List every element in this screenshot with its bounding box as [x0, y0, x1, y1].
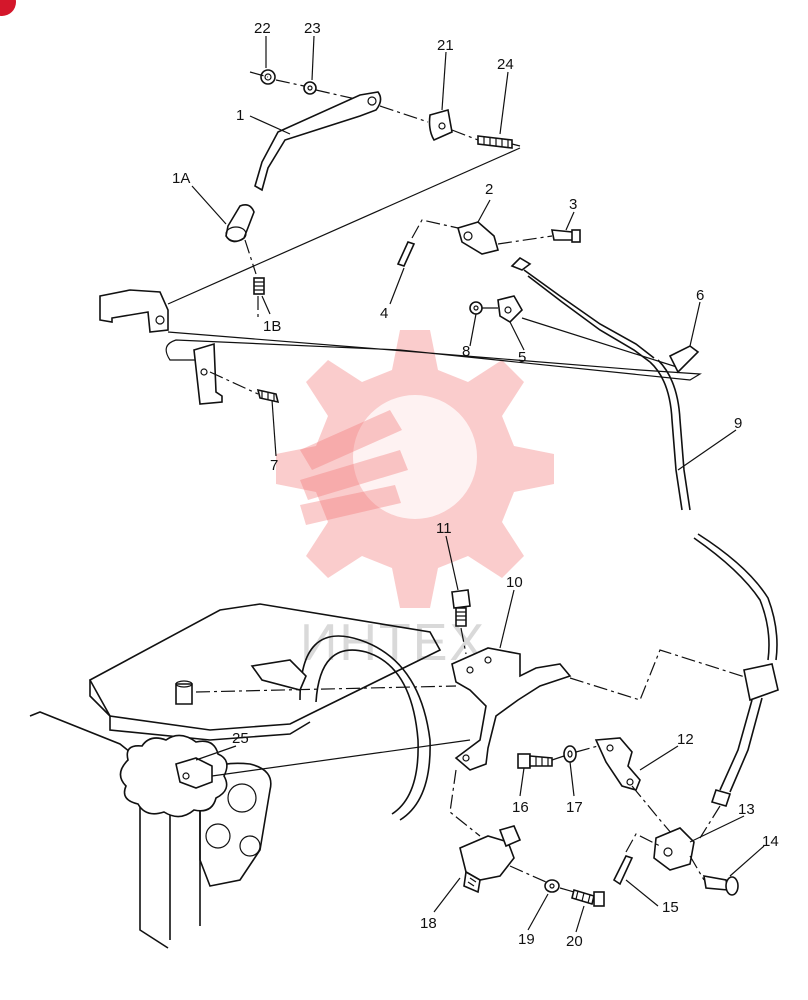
part-5-clamp — [497, 295, 523, 324]
part-16-bolt — [517, 753, 553, 769]
part-3-pin — [551, 229, 581, 243]
callout-24: 24 — [497, 56, 514, 73]
part-7-bracket — [193, 342, 223, 405]
watermark-text: ИНТЕХ — [300, 614, 486, 672]
part-9-cable — [649, 359, 778, 661]
callout-25: 25 — [232, 730, 249, 747]
callout-9: 9 — [734, 415, 742, 432]
part-11-bolt — [451, 589, 471, 627]
part-1b-spring — [253, 277, 265, 295]
part-4-cotter-pin — [396, 241, 416, 267]
engine-housing — [29, 603, 442, 949]
callout-17: 17 — [566, 799, 583, 816]
corner-marker-icon — [0, 0, 16, 16]
part-15-cotter-pin — [612, 855, 634, 886]
callout-11: 11 — [436, 520, 452, 537]
callout-5: 5 — [518, 349, 526, 366]
callout-22: 22 — [254, 20, 271, 37]
part-17-washer — [563, 745, 577, 763]
callout-6: 6 — [696, 287, 704, 304]
part-25-detail-cloud — [119, 734, 228, 818]
part-14-pin — [703, 875, 739, 896]
callout-8: 8 — [462, 343, 470, 360]
part-23-washer — [303, 81, 317, 95]
callout-13: 13 — [738, 801, 755, 818]
part-21-bracket — [428, 108, 453, 142]
part-6-plate — [668, 345, 700, 374]
callout-14: 14 — [762, 833, 779, 850]
part-1a-knob — [225, 204, 255, 243]
callout-20: 20 — [566, 933, 583, 950]
part-10-bracket — [451, 647, 572, 771]
callout-1b: 1B — [263, 318, 281, 335]
control-cable-upper — [510, 256, 655, 363]
callout-18: 18 — [420, 915, 437, 932]
callout-4: 4 — [380, 305, 388, 322]
callout-7: 7 — [270, 457, 278, 474]
leader-lines — [191, 35, 765, 933]
callout-12: 12 — [677, 731, 694, 748]
callout-labels: 22 23 21 24 1 1A 1B 2 3 4 6 8 5 7 9 11 1… — [172, 20, 779, 950]
callout-19: 19 — [518, 931, 535, 948]
part-24-stud — [477, 135, 513, 149]
callout-16: 16 — [512, 799, 529, 816]
part-12-lever-arm — [594, 737, 641, 791]
watermark-logo — [276, 330, 554, 608]
part-8-nut — [469, 301, 483, 315]
callout-10: 10 — [506, 574, 523, 591]
callout-3: 3 — [569, 196, 577, 213]
callout-1: 1 — [236, 107, 244, 124]
mounting-bracket-left — [99, 289, 169, 333]
part-18-switch — [459, 825, 522, 894]
part-1-lever — [254, 91, 382, 192]
callout-21: 21 — [437, 37, 454, 54]
part-19-washer — [544, 879, 560, 893]
part-2-clevis — [457, 221, 499, 255]
part-13-clevis — [653, 827, 695, 871]
callout-2: 2 — [485, 181, 493, 198]
cable-end-fitting — [710, 663, 779, 807]
callout-23: 23 — [304, 20, 321, 37]
callout-1a: 1A — [172, 170, 190, 187]
callout-15: 15 — [662, 899, 679, 916]
part-20-screw — [571, 888, 605, 907]
part-7-screw — [256, 388, 280, 404]
